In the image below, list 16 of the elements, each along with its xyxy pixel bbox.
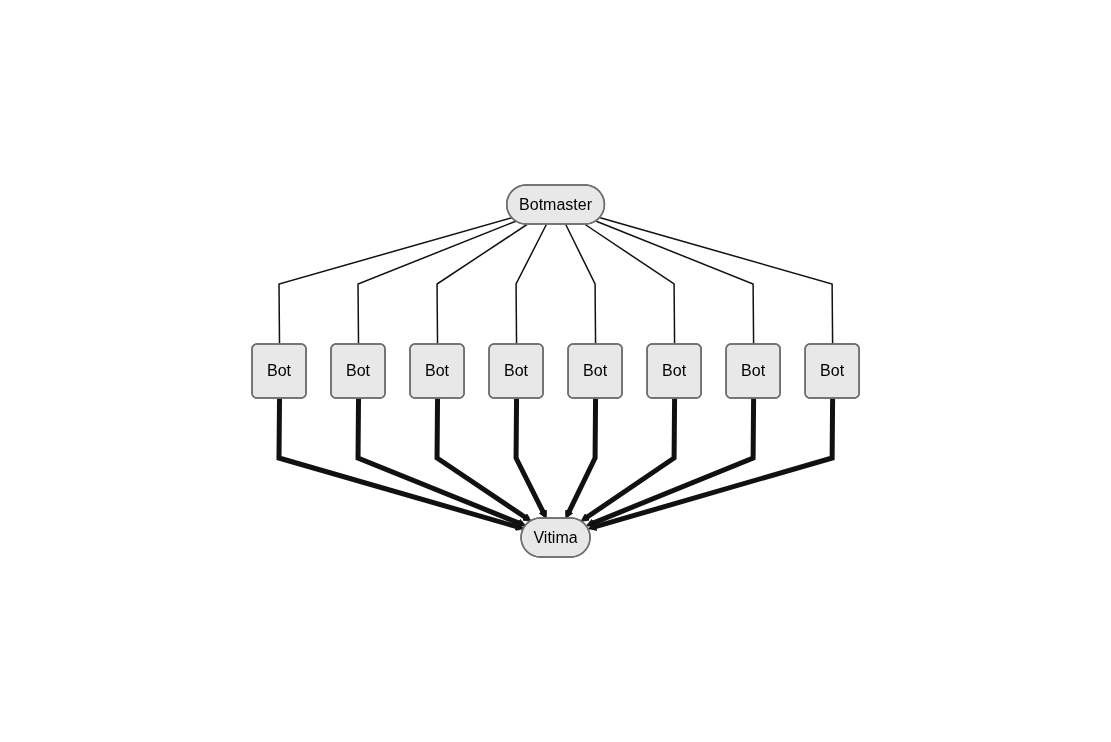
connector xyxy=(584,223,676,346)
arrow xyxy=(585,398,757,527)
arrow xyxy=(513,398,547,519)
connector xyxy=(599,216,834,346)
connector xyxy=(357,220,517,346)
arrow xyxy=(587,398,836,531)
arrow xyxy=(434,398,532,522)
connector xyxy=(515,223,548,346)
connector xyxy=(564,223,597,346)
arrow xyxy=(276,398,525,531)
arrow xyxy=(565,398,598,519)
connector xyxy=(595,220,755,346)
arrow xyxy=(355,398,527,527)
connector xyxy=(278,216,513,346)
connector xyxy=(436,223,528,346)
arrow xyxy=(580,398,677,522)
